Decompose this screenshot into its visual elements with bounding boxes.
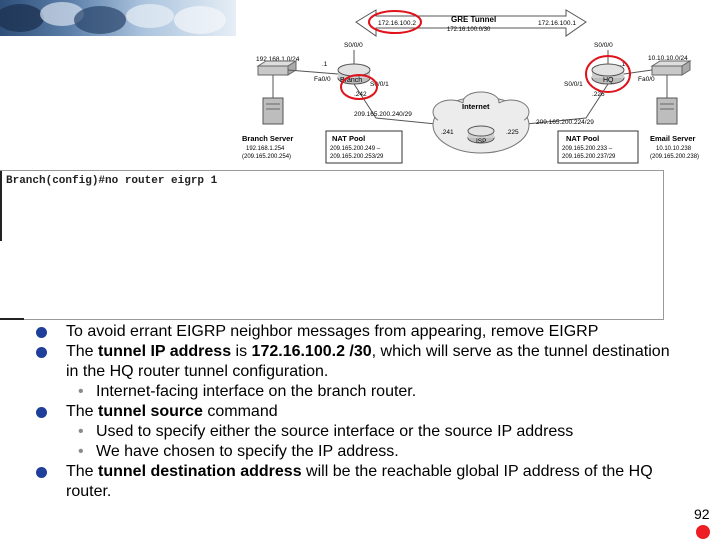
bullet-item: To avoid errant EIGRP neighbor messages … [36, 322, 676, 342]
branch-s001-label: S0/0/1 [370, 81, 389, 88]
hq-nat-box [557, 130, 639, 164]
bullet-text-bold: tunnel IP address [98, 343, 232, 360]
branch-dot1-label: .1 [322, 61, 328, 68]
bullet-text: Internet-facing interface on the branch … [96, 383, 417, 400]
bullet-text-bold: 172.16.100.2 /30 [251, 343, 372, 360]
bullet-item: The tunnel source command [36, 402, 676, 422]
hq-dot1-label: .1 [620, 61, 626, 68]
bullet-text: command [202, 403, 278, 420]
sub-bullet-marker: • [78, 423, 84, 440]
sub-bullet-item: • We have chosen to specify the IP addres… [36, 442, 676, 462]
gre-tunnel-label: GRE Tunnel [451, 15, 496, 24]
email-server-ip: 10.10.10.238 [656, 146, 692, 152]
hq-s001-label: S0/0/1 [564, 81, 583, 88]
network-topology-diagram: GRE Tunnel 172.16.100.0/30 172.16.100.2 … [236, 0, 720, 170]
sub-bullet-item: • Used to specify either the source inter… [36, 422, 676, 442]
hq-router-label: HQ [603, 77, 614, 84]
sub-bullet-marker: • [78, 383, 84, 400]
console-left-border [0, 171, 2, 241]
bullet-dot-icon [36, 467, 47, 478]
email-server-title: Email Server [650, 134, 696, 143]
red-dot-indicator [696, 525, 710, 539]
highlight-circle-branch-s001 [340, 74, 378, 100]
email-server-icon [656, 97, 678, 125]
bullet-item: The tunnel IP address is 172.16.100.2 /3… [36, 342, 676, 382]
sub-bullet-marker: • [78, 443, 84, 460]
hq-fa0-label: Fa0/0 [638, 76, 655, 83]
bullet-item: The tunnel destination address will be t… [36, 462, 676, 502]
branch-router-label: Branch [340, 77, 362, 84]
bullet-list: To avoid errant EIGRP neighbor messages … [36, 322, 676, 502]
branch-lan-label: 192.168.1.0/24 [256, 56, 300, 63]
page-number: 92 [694, 506, 710, 522]
branch-fa0-label: Fa0/0 [314, 76, 331, 83]
gre-tunnel-subnet: 172.16.100.0/30 [447, 27, 491, 33]
bullet-text: The [66, 463, 99, 480]
bullet-text: Used to specify either the source interf… [96, 423, 574, 440]
branch-s000-label: S0/0/0 [344, 42, 363, 49]
sub-bullet-item: • Internet-facing interface on the branch… [36, 382, 676, 402]
console-output-box: Branch(config)#no router eigrp 1 [0, 170, 664, 320]
hq-nat-title: NAT Pool [566, 134, 599, 143]
hq-wan-net: 209.165.200.224/29 [536, 119, 594, 126]
highlight-circle-tunnel-ip [368, 10, 422, 34]
branch-switch-icon [256, 60, 298, 76]
branch-nat-line1: 209.165.200.249 – [330, 146, 381, 152]
bullet-text-bold: tunnel destination address [98, 463, 302, 480]
console-command-line: Branch(config)#no router eigrp 1 [6, 175, 218, 187]
branch-nat-title: NAT Pool [332, 134, 365, 143]
isp-router-icon [467, 125, 495, 144]
bullet-text: , which will serve as the tunnel destina… [66, 343, 670, 380]
hq-nat-line1: 209.165.200.233 – [562, 146, 613, 152]
branch-server-title: Branch Server [242, 134, 293, 143]
bullet-text: will be the reachable global IP address … [66, 463, 653, 500]
highlight-circle-hq-router [585, 55, 631, 93]
hq-nat-line2: 209.165.200.237/29 [562, 154, 616, 160]
email-server-global-ip: (209.165.200.238) [650, 154, 699, 160]
branch-wan-net: 209.165.200.240/29 [354, 111, 412, 118]
hq-router-icon [591, 63, 625, 85]
bullet-dot-icon [36, 347, 47, 358]
branch-nat-line2: 209.165.200.253/29 [330, 154, 384, 160]
bullet-text: We have chosen to specify the IP address… [96, 443, 399, 460]
bullet-dot-icon [36, 327, 47, 338]
bullet-text-bold: tunnel source [98, 403, 203, 420]
hq-s000-label: S0/0/0 [594, 42, 613, 49]
internet-label: Internet [462, 102, 490, 111]
bullet-text: The [66, 403, 99, 420]
tunnel-left-ip: 172.16.100.2 [378, 20, 416, 27]
internet-cloud-icon [432, 91, 530, 154]
bullet-text: To avoid errant EIGRP neighbor messages … [66, 323, 599, 340]
bullet-text: is [231, 343, 252, 360]
hq-lan-label: 10.10.10.0/24 [648, 55, 688, 62]
branch-server-icon [262, 97, 284, 125]
console-bottom-tick [0, 318, 24, 320]
header-banner-image [0, 0, 236, 36]
hq-wan-host: .226 [592, 91, 605, 98]
branch-nat-box [325, 130, 403, 164]
isp-router-label: ISP [476, 138, 486, 145]
branch-server-ip: 192.168.1.254 [246, 146, 285, 152]
bullet-dot-icon [36, 407, 47, 418]
bullet-text: The [66, 343, 99, 360]
isp-left-host: .241 [441, 129, 454, 136]
tunnel-right-ip: 172.16.100.1 [538, 20, 576, 27]
branch-wan-host: .242 [354, 91, 367, 98]
isp-right-host: .225 [506, 129, 519, 136]
hq-switch-icon [650, 60, 692, 76]
branch-server-global-ip: (209.165.200.254) [242, 154, 291, 160]
